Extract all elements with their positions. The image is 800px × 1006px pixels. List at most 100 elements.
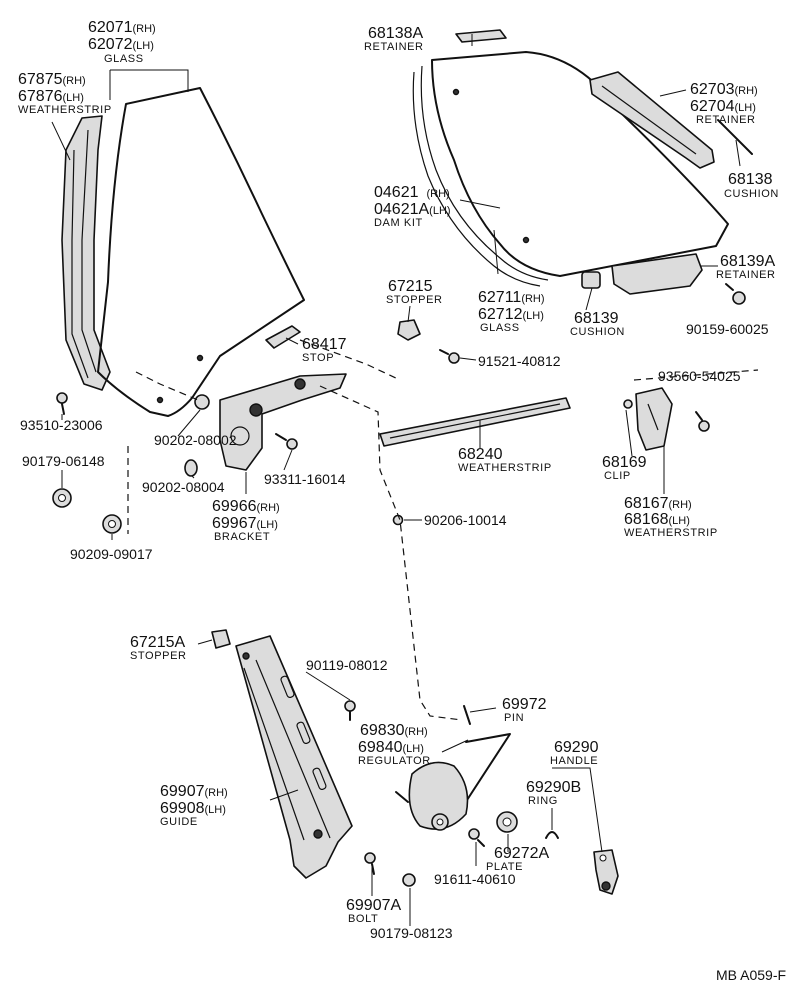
svg-text:90179-06148: 90179-06148 xyxy=(22,453,105,469)
svg-text:62071(RH): 62071(RH) xyxy=(88,19,156,36)
bracket-part[interactable] xyxy=(219,373,347,471)
svg-text:62712(LH): 62712(LH) xyxy=(478,306,544,323)
glass-front-part[interactable] xyxy=(97,87,305,417)
diagram-code: MB A059-F xyxy=(716,967,786,983)
label-stop: 68417 STOP xyxy=(302,336,347,364)
label-glass-front: 62071(RH) 62072(LH) GLASS xyxy=(88,19,156,65)
bolt-93560-part[interactable] xyxy=(695,411,710,432)
svg-text:90179-08123: 90179-08123 xyxy=(370,925,453,941)
svg-text:68139: 68139 xyxy=(574,310,619,327)
svg-text:90202-08002: 90202-08002 xyxy=(154,432,237,448)
svg-text:69830(RH): 69830(RH) xyxy=(360,722,428,739)
label-weatherstrip-rear: 68167(RH) 68168(LH) WEATHERSTRIP xyxy=(624,495,718,539)
handle-part[interactable] xyxy=(593,849,619,895)
label-retainer-top: 68138A RETAINER xyxy=(364,25,424,53)
label-bolt-91611: 91611-40610 xyxy=(434,871,516,887)
svg-text:PLATE: PLATE xyxy=(486,861,523,873)
svg-text:90159-60025: 90159-60025 xyxy=(686,321,769,337)
svg-text:69290B: 69290B xyxy=(526,779,581,796)
stopper-lower-part[interactable] xyxy=(211,629,231,649)
bolt-91521-part[interactable] xyxy=(439,349,460,364)
label-nut-90179b: 90179-08123 xyxy=(370,925,453,941)
washer-90202a-part[interactable] xyxy=(194,394,210,410)
svg-text:69840(LH): 69840(LH) xyxy=(358,739,424,756)
ring-part[interactable] xyxy=(545,831,559,839)
svg-text:67215: 67215 xyxy=(388,278,433,295)
svg-text:93510-23006: 93510-23006 xyxy=(20,417,103,433)
regulator-part[interactable] xyxy=(395,733,511,831)
nut-90179b-part[interactable] xyxy=(402,873,416,887)
label-bolt-69907a: 69907A BOLT xyxy=(346,897,401,925)
svg-text:68139A: 68139A xyxy=(720,253,775,270)
svg-text:68417: 68417 xyxy=(302,336,347,353)
svg-text:93560-54025: 93560-54025 xyxy=(658,368,741,384)
screw-93311-part[interactable] xyxy=(275,433,298,450)
retainer-lower-part[interactable] xyxy=(611,253,703,295)
svg-text:90206-10014: 90206-10014 xyxy=(424,512,507,528)
label-cushion-lower: 68139 CUSHION xyxy=(570,310,624,338)
svg-text:WEATHERSTRIP: WEATHERSTRIP xyxy=(458,462,552,474)
label-screw-93311: 93311-16014 xyxy=(264,471,346,487)
label-weatherstrip-front: 67875(RH) 67876(LH) WEATHERSTRIP xyxy=(18,71,111,116)
guide-part[interactable] xyxy=(235,635,353,879)
svg-text:62703(RH): 62703(RH) xyxy=(690,81,758,98)
label-bolt-90119: 90119-08012 xyxy=(306,657,388,673)
clip-part[interactable] xyxy=(623,399,633,409)
label-stopper-upper: 67215 STOPPER xyxy=(386,278,443,306)
label-glass-rear: 62711(RH) 62712(LH) GLASS xyxy=(478,289,545,334)
weatherstrip-rear-part[interactable] xyxy=(635,387,673,451)
svg-text:68169: 68169 xyxy=(602,454,647,471)
svg-text:69966(RH): 69966(RH) xyxy=(212,498,280,515)
svg-text:RETAINER: RETAINER xyxy=(364,41,424,53)
svg-text:STOP: STOP xyxy=(302,352,334,364)
plate-part[interactable] xyxy=(496,811,518,833)
nut-90179a-part[interactable] xyxy=(52,488,72,508)
bolt-90119-part[interactable] xyxy=(344,700,356,721)
svg-text:69967(LH): 69967(LH) xyxy=(212,515,278,532)
label-guide: 69907(RH) 69908(LH) GUIDE xyxy=(160,783,228,828)
cushion-lower-part[interactable] xyxy=(581,271,601,289)
bolt-69907a-part[interactable] xyxy=(364,852,376,875)
cushion-top-part[interactable] xyxy=(717,119,753,155)
label-retainer-lower: 68139A RETAINER xyxy=(716,253,776,281)
svg-text:PIN: PIN xyxy=(504,712,524,724)
svg-text:68138: 68138 xyxy=(728,171,773,188)
svg-text:BRACKET: BRACKET xyxy=(214,531,270,543)
svg-text:04621A(LH): 04621A(LH) xyxy=(374,201,451,218)
washer-90206-part[interactable] xyxy=(392,514,404,526)
retainer-right-part[interactable] xyxy=(589,71,715,169)
bolt-93510-part[interactable] xyxy=(56,392,68,415)
svg-text:69908(LH): 69908(LH) xyxy=(160,800,226,817)
weatherstrip-belt-part[interactable] xyxy=(379,397,571,447)
svg-text:STOPPER: STOPPER xyxy=(130,650,187,662)
label-washer-90206: 90206-10014 xyxy=(424,512,507,528)
svg-text:GUIDE: GUIDE xyxy=(160,816,198,828)
bolt-91611-part[interactable] xyxy=(468,828,485,847)
bolt-90159-part[interactable] xyxy=(725,283,746,305)
label-regulator: 69830(RH) 69840(LH) REGULATOR xyxy=(358,722,430,767)
retainer-top-part[interactable] xyxy=(455,29,507,43)
stop-part[interactable] xyxy=(265,325,301,349)
label-pin: 69972 PIN xyxy=(502,696,547,724)
svg-text:90209-09017: 90209-09017 xyxy=(70,546,153,562)
svg-text:RETAINER: RETAINER xyxy=(716,269,776,281)
weatherstrip-front-part[interactable] xyxy=(61,115,111,391)
glass-rear-part[interactable] xyxy=(412,51,729,287)
svg-text:RING: RING xyxy=(528,795,558,807)
label-handle: 69290 HANDLE xyxy=(550,739,599,767)
svg-text:68168(LH): 68168(LH) xyxy=(624,511,690,528)
svg-text:91521-40812: 91521-40812 xyxy=(478,353,561,369)
pin-part[interactable] xyxy=(463,705,471,725)
washer-90202b-part[interactable] xyxy=(184,459,198,477)
svg-text:STOPPER: STOPPER xyxy=(386,294,443,306)
svg-text:69907A: 69907A xyxy=(346,897,401,914)
nut-90209-part[interactable] xyxy=(102,514,122,534)
label-washer-90202b: 90202-08004 xyxy=(142,479,225,495)
svg-text:68240: 68240 xyxy=(458,446,503,463)
svg-text:67215A: 67215A xyxy=(130,634,185,651)
stopper-upper-part[interactable] xyxy=(397,319,421,341)
svg-text:WEATHERSTRIP: WEATHERSTRIP xyxy=(624,527,718,539)
svg-text:04621(RH): 04621(RH) xyxy=(374,184,450,201)
svg-text:69290: 69290 xyxy=(554,739,599,756)
svg-text:67876(LH): 67876(LH) xyxy=(18,88,84,105)
